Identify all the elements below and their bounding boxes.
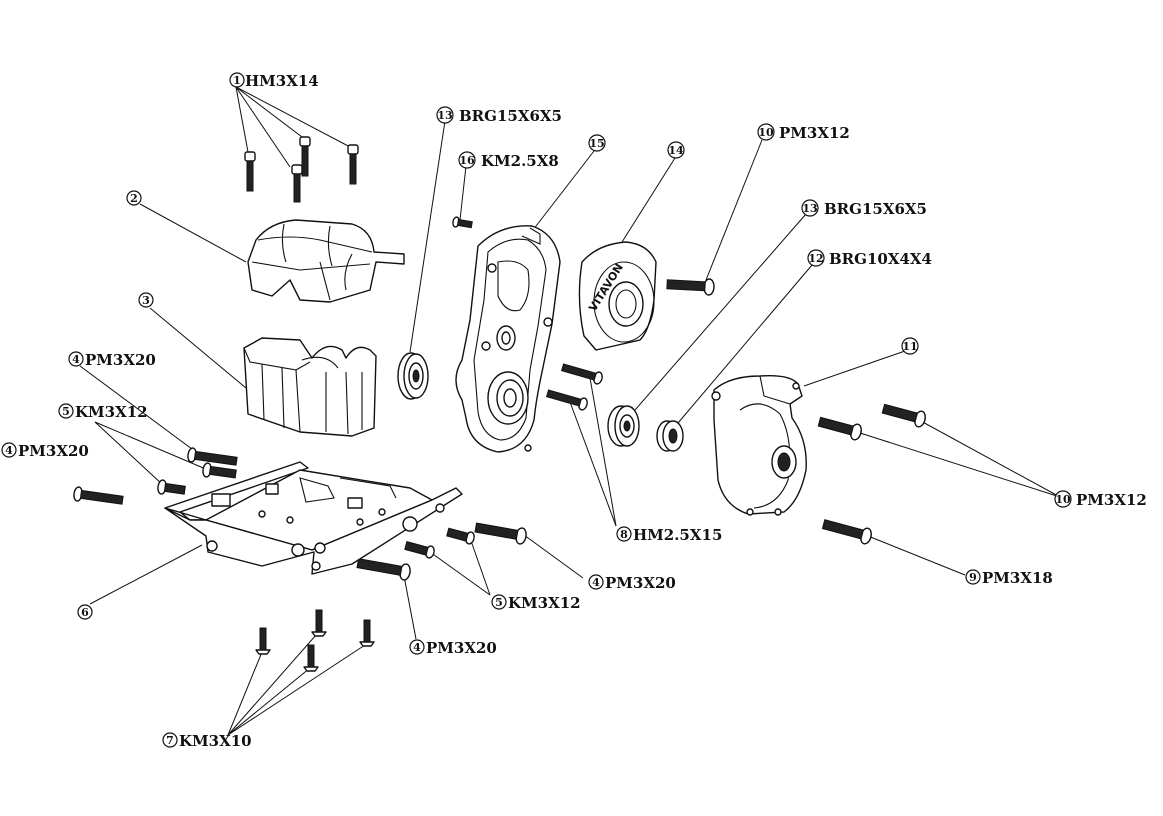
callout-13-brg15x6x5-left: 13 BRG15X6X5	[436, 106, 562, 125]
svg-text:PM3X20: PM3X20	[426, 639, 497, 657]
callout-1-hm3x14: 1 HM3X14	[229, 72, 319, 90]
svg-text:16: 16	[459, 154, 475, 167]
callout-4-pm3x20-top: 4 PM3X20	[68, 351, 156, 369]
callout-4-pm3x20-bottom: 4 PM3X20	[409, 639, 497, 657]
svg-text:15: 15	[589, 137, 604, 150]
callout-10-pm3x12-right: 10 PM3X12	[1054, 490, 1147, 509]
svg-text:BRG10X4X4: BRG10X4X4	[829, 250, 932, 268]
svg-text:10: 10	[1055, 493, 1071, 506]
svg-text:HM3X14: HM3X14	[245, 72, 319, 90]
svg-text:PM3X20: PM3X20	[605, 574, 676, 592]
svg-text:10: 10	[758, 126, 774, 139]
svg-text:PM3X12: PM3X12	[1076, 491, 1147, 509]
svg-text:PM3X20: PM3X20	[85, 351, 156, 369]
svg-text:3: 3	[142, 294, 150, 307]
callout-4-pm3x20-right: 4 PM3X20	[588, 574, 676, 592]
screws-hm3x14	[244, 136, 359, 203]
motor-fan-cover-part-14: VITAVON	[578, 241, 657, 351]
callout-14: 14	[667, 141, 685, 159]
callout-16-km2.5x8: 16 KM2.5X8	[458, 151, 559, 170]
callout-2: 2	[126, 190, 142, 206]
svg-text:KM3X12: KM3X12	[75, 403, 148, 421]
motor-housing-part-3	[243, 337, 377, 437]
svg-text:7: 7	[166, 734, 174, 747]
callout-13-brg15x6x5-right: 13 BRG15X6X5	[801, 199, 927, 218]
callout-3: 3	[138, 292, 154, 308]
svg-text:BRG15X6X5: BRG15X6X5	[459, 107, 562, 125]
leader-lines	[79, 86, 1061, 736]
callout-10-pm3x12-top: 10 PM3X12	[757, 123, 850, 142]
svg-text:4: 4	[5, 444, 13, 457]
svg-text:KM3X10: KM3X10	[179, 732, 252, 750]
svg-text:PM3X12: PM3X12	[779, 124, 850, 142]
svg-text:4: 4	[413, 641, 421, 654]
base-plate-part-6	[164, 461, 463, 575]
callout-5-km3x12-left: 5 KM3X12	[58, 403, 148, 421]
svg-text:4: 4	[72, 353, 80, 366]
svg-text:KM2.5X8: KM2.5X8	[481, 152, 559, 170]
svg-text:2: 2	[130, 192, 138, 205]
callout-6: 6	[77, 604, 93, 620]
bearing-12	[656, 420, 684, 452]
svg-text:BRG15X6X5: BRG15X6X5	[824, 200, 927, 218]
callout-labels: 1 HM3X14 2 3 4 PM3X20 4 PM3X20 4 PM3X20	[1, 72, 1147, 750]
gear-cover-part-11	[711, 374, 807, 516]
callout-15: 15	[588, 134, 606, 152]
callout-11: 11	[901, 337, 919, 355]
svg-text:13: 13	[802, 202, 817, 215]
svg-text:5: 5	[62, 405, 70, 418]
bearing-13-right	[607, 405, 640, 447]
callout-5-km3x12-right: 5 KM3X12	[491, 594, 581, 612]
callout-12-brg10x4x4: 12 BRG10X4X4	[807, 249, 932, 268]
svg-text:14: 14	[668, 144, 684, 157]
svg-text:KM3X12: KM3X12	[508, 594, 581, 612]
bearing-13-left	[397, 352, 429, 400]
svg-text:13: 13	[437, 109, 452, 122]
svg-text:4: 4	[592, 576, 600, 589]
screws-horizontal	[73, 216, 926, 581]
callout-4-pm3x20-left: 4 PM3X20	[1, 442, 89, 460]
gear-case-part-15	[455, 225, 561, 453]
top-cover-part-2	[247, 219, 405, 303]
svg-text:1: 1	[233, 74, 241, 87]
svg-text:PM3X20: PM3X20	[18, 442, 89, 460]
svg-text:6: 6	[81, 606, 89, 619]
callout-9-pm3x18: 9 PM3X18	[965, 569, 1053, 587]
svg-text:11: 11	[902, 340, 917, 353]
screws-km3x10	[255, 609, 375, 672]
svg-text:5: 5	[495, 596, 503, 609]
callout-8-hm2.5x15: 8 HM2.5X15	[616, 526, 722, 544]
svg-text:12: 12	[808, 252, 823, 265]
svg-text:8: 8	[620, 528, 628, 541]
callout-7-km3x10: 7 KM3X10	[162, 732, 252, 750]
svg-text:9: 9	[969, 571, 977, 584]
svg-text:HM2.5X15: HM2.5X15	[633, 526, 722, 544]
svg-text:PM3X18: PM3X18	[982, 569, 1053, 587]
